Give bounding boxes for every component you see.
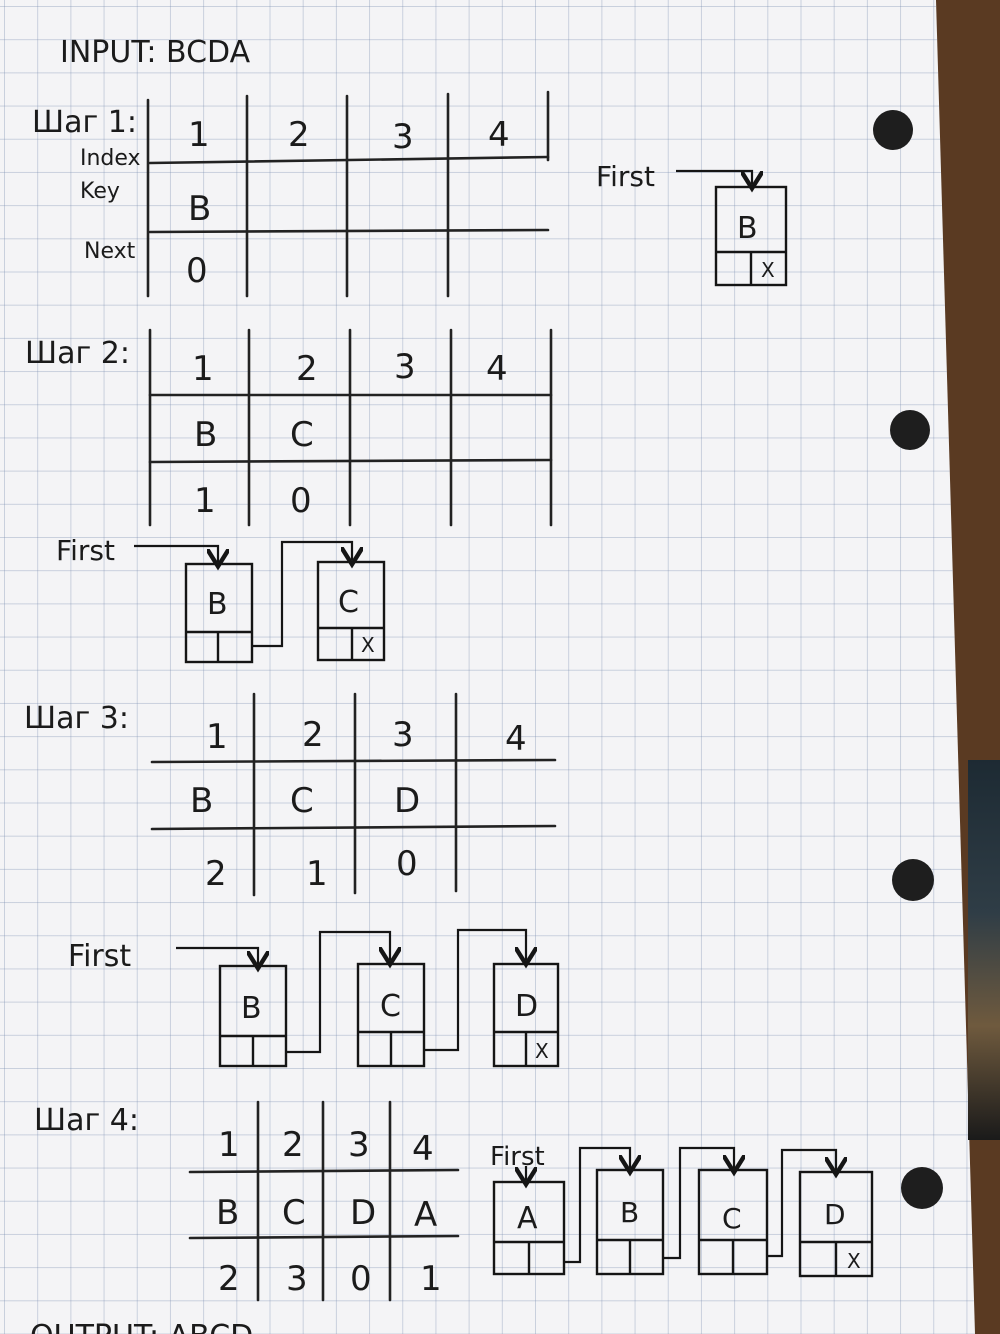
index-cell: 3 <box>392 715 414 755</box>
next-cell: 0 <box>186 251 208 291</box>
list-node: B X <box>714 185 788 287</box>
node-key: B <box>241 991 262 1026</box>
list-node: C <box>697 1168 769 1276</box>
step-title: Шаг 3: <box>24 701 129 736</box>
list-node: B <box>184 562 254 664</box>
next-cell: 3 <box>286 1259 308 1299</box>
node-key: D <box>824 1198 846 1231</box>
key-cell: B <box>190 781 213 821</box>
next-pointer-arrow <box>564 1146 630 1264</box>
step-4: Шаг 4: 1 2 3 4 B C D A 2 3 0 1 First A <box>34 1100 874 1302</box>
node-key: D <box>515 989 538 1024</box>
index-cell: 1 <box>206 717 228 757</box>
first-pointer-arrow <box>134 544 218 562</box>
next-cell: 0 <box>290 481 312 521</box>
first-pointer-label: First <box>596 160 655 193</box>
step-title: Шаг 4: <box>34 1103 139 1138</box>
null-mark: X <box>761 258 775 282</box>
next-cell: 0 <box>396 844 418 884</box>
table-grid <box>148 328 553 527</box>
index-cell: 1 <box>192 349 214 389</box>
row-label-index: Index <box>80 146 141 171</box>
null-mark: X <box>361 633 375 657</box>
node-key: C <box>722 1202 742 1235</box>
next-cell: 1 <box>194 481 216 521</box>
list-node: B <box>218 964 288 1068</box>
index-cell: 4 <box>486 349 508 389</box>
step-1: Шаг 1: Index Key Next 1 2 3 4 B 0 First … <box>32 90 788 298</box>
step-3: Шаг 3: 1 2 3 4 B C D 2 1 0 First B <box>24 692 560 1068</box>
index-cell: 1 <box>218 1125 240 1165</box>
first-pointer-arrow <box>176 946 258 964</box>
first-pointer-label: First <box>68 939 131 974</box>
key-cell: D <box>350 1193 376 1233</box>
key-cell: C <box>290 781 314 821</box>
index-cell: 2 <box>302 715 324 755</box>
next-cell: 2 <box>218 1259 240 1299</box>
list-node: C <box>356 962 426 1068</box>
first-pointer-label: First <box>490 1142 545 1172</box>
node-key: C <box>380 989 401 1024</box>
next-pointer-arrow <box>424 928 526 1052</box>
next-pointer-arrow <box>663 1146 734 1260</box>
node-key: B <box>207 587 228 622</box>
table-grid <box>150 692 557 897</box>
key-cell: A <box>414 1195 437 1235</box>
binder-hole <box>890 410 930 450</box>
key-cell: C <box>290 415 314 455</box>
list-node: A <box>492 1180 566 1276</box>
table-grid <box>188 1100 460 1302</box>
node-key: B <box>737 211 758 246</box>
list-node: D X <box>798 1170 874 1278</box>
next-cell: 2 <box>205 854 227 894</box>
list-node: B <box>595 1168 665 1276</box>
table-grid <box>146 90 550 298</box>
index-cell: 4 <box>412 1129 434 1169</box>
next-cell: 1 <box>306 854 328 894</box>
null-mark: X <box>847 1249 861 1273</box>
first-pointer-arrow <box>676 169 752 184</box>
binder-hole <box>892 859 934 901</box>
next-cell: 0 <box>350 1259 372 1299</box>
first-pointer-label: First <box>56 534 115 567</box>
key-cell: B <box>194 415 217 455</box>
next-pointer-arrow <box>767 1148 836 1258</box>
node-key: B <box>620 1196 639 1229</box>
row-label-next: Next <box>84 239 136 264</box>
index-cell: 2 <box>296 349 318 389</box>
null-mark: X <box>535 1039 549 1063</box>
key-cell: C <box>282 1193 306 1233</box>
list-node: D X <box>492 962 560 1068</box>
index-cell: 2 <box>288 115 310 155</box>
index-cell: 4 <box>505 719 527 759</box>
index-cell: 4 <box>488 115 510 155</box>
node-key: A <box>517 1201 538 1236</box>
index-cell: 1 <box>188 115 210 155</box>
index-cell: 3 <box>394 347 416 387</box>
background-photo-strip <box>968 760 1000 1140</box>
binder-hole <box>901 1167 943 1209</box>
step-title: Шаг 2: <box>25 336 130 371</box>
input-label: INPUT: BCDA <box>60 35 251 70</box>
step-title: Шаг 1: <box>32 105 137 140</box>
step-2: Шаг 2: 1 2 3 4 B C 1 0 First B <box>25 328 553 664</box>
row-label-key: Key <box>80 179 120 204</box>
key-cell: D <box>394 781 420 821</box>
list-node: C X <box>316 560 386 662</box>
next-pointer-arrow <box>252 540 352 648</box>
index-cell: 2 <box>282 1125 304 1165</box>
next-cell: 1 <box>420 1259 442 1299</box>
index-cell: 3 <box>392 117 414 157</box>
index-cell: 3 <box>348 1125 370 1165</box>
node-key: C <box>338 585 359 620</box>
next-pointer-arrow <box>286 930 390 1054</box>
key-cell: B <box>188 189 211 229</box>
graph-paper-sheet <box>0 0 975 1334</box>
key-cell: B <box>216 1193 239 1233</box>
binder-hole <box>873 110 913 150</box>
